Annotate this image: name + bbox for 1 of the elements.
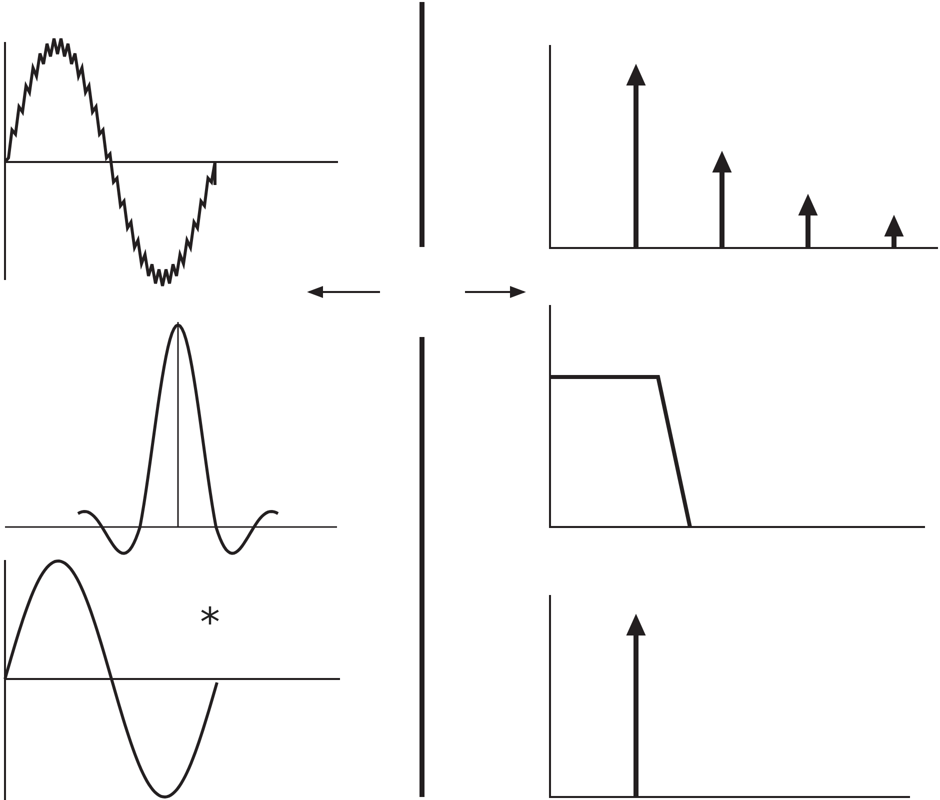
convolution-operator: * <box>200 603 220 643</box>
